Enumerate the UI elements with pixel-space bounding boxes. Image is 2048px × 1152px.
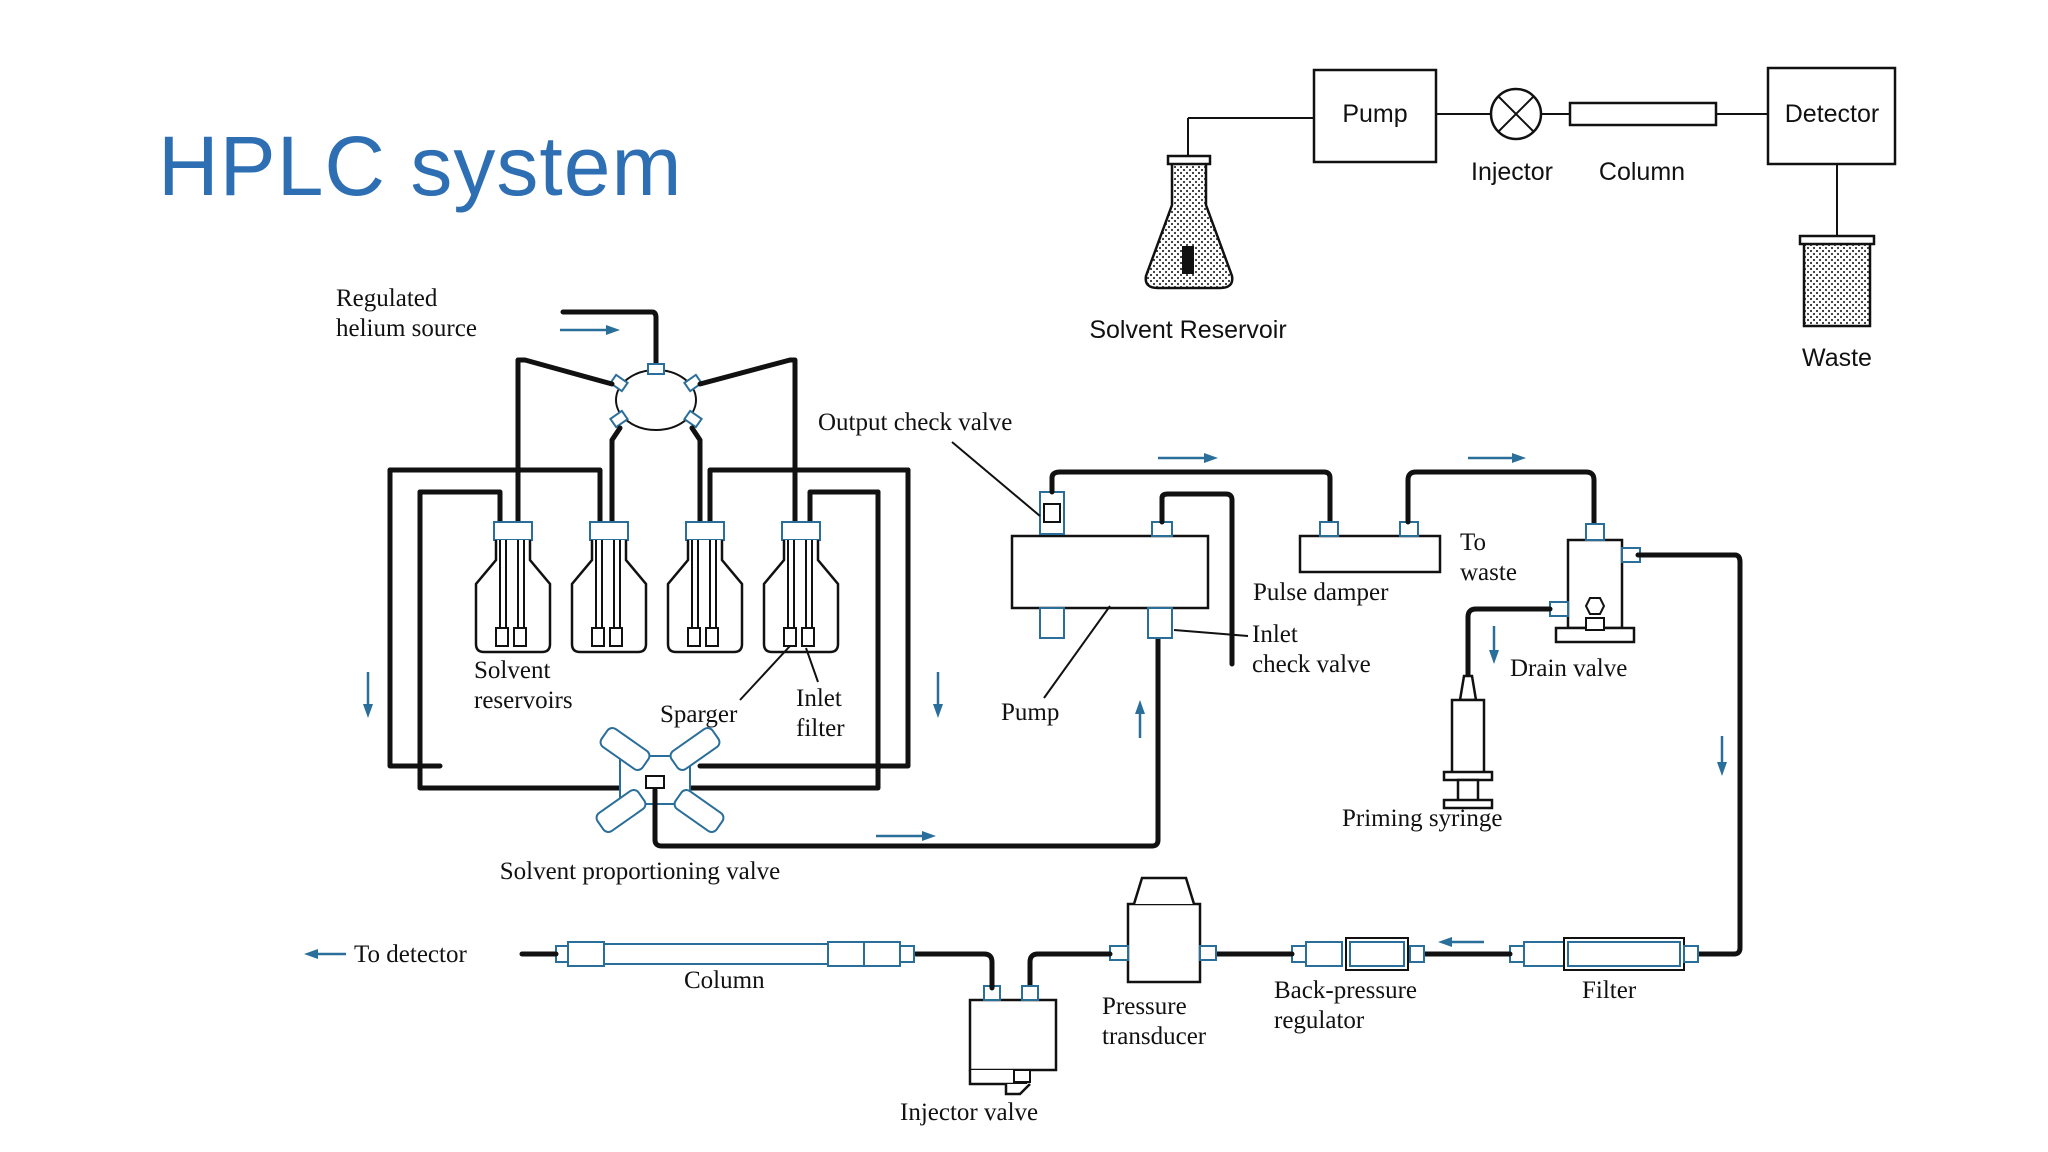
simple-pump-label: Pump (1342, 100, 1407, 128)
column (555, 941, 915, 967)
pulse-damper-label: Pulse damper (1253, 579, 1389, 606)
waste-beaker-icon (1798, 234, 1876, 328)
drain-valve-label: Drain valve (1510, 655, 1627, 682)
slide-title: HPLC system (158, 119, 683, 213)
detailed-diagram: Regulated helium source (304, 285, 1743, 1126)
simple-detector-label: Detector (1785, 100, 1879, 128)
waste-label: Waste (1802, 344, 1872, 372)
simple-block-diagram: Pump Injector Column Detector Solvent Re… (1089, 66, 1897, 372)
pump-body (1010, 491, 1210, 639)
filter-label: Filter (1582, 977, 1637, 1004)
to-waste-label-line2: waste (1460, 559, 1517, 586)
back-pressure-regulator (1291, 937, 1425, 971)
column-label: Column (684, 967, 765, 994)
pressure-transducer-label-line1: Pressure (1102, 993, 1187, 1020)
simple-injector-label: Injector (1471, 158, 1553, 186)
simple-column-shape (1568, 101, 1718, 127)
inlet-check-valve-label-line1: Inlet (1252, 621, 1298, 648)
priming-syringe (1442, 674, 1494, 810)
back-pressure-regulator-label-line2: regulator (1274, 1007, 1365, 1034)
simple-injector-icon (1489, 87, 1543, 141)
priming-syringe-label: Priming syringe (1342, 805, 1502, 832)
simple-pump-box (1312, 68, 1438, 164)
inlet-filter-label-line2: filter (796, 715, 845, 742)
solvent-bottle-4 (762, 521, 840, 654)
filter (1509, 937, 1699, 971)
injector-valve-label: Injector valve (900, 1099, 1038, 1126)
pressure-transducer-label-line2: transducer (1102, 1023, 1207, 1050)
solvent-bottle-3 (666, 521, 744, 654)
output-check-valve-label: Output check valve (818, 409, 1012, 436)
pressure-transducer (1109, 876, 1217, 984)
sparger-label: Sparger (660, 701, 738, 728)
to-waste-label-line1: To (1460, 529, 1486, 556)
injector-valve (968, 985, 1058, 1096)
drain-valve (1549, 523, 1641, 644)
solvent-bottle-1 (474, 521, 552, 654)
pump-label: Pump (1001, 699, 1059, 726)
solvent-reservoirs-label-line2: reservoirs (474, 687, 573, 714)
simple-column-label: Column (1599, 158, 1685, 186)
solvent-reservoir-label: Solvent Reservoir (1089, 316, 1286, 344)
pulse-damper (1298, 521, 1442, 574)
solvent-proportioning-valve-label: Solvent proportioning valve (500, 858, 781, 885)
solvent-reservoirs-label-line1: Solvent (474, 657, 550, 684)
solvent-proportioning-valve (595, 727, 725, 833)
to-detector-label: To detector (354, 941, 467, 968)
solvent-flask-icon (1144, 154, 1234, 290)
inlet-check-valve-label-line2: check valve (1252, 651, 1371, 678)
back-pressure-regulator-label-line1: Back-pressure (1274, 977, 1417, 1004)
inlet-filter-label-line1: Inlet (796, 685, 842, 712)
simple-detector-box (1766, 66, 1897, 166)
solvent-bottle-2 (570, 521, 648, 654)
helium-label-line1: Regulated (336, 285, 438, 312)
helium-manifold (609, 363, 703, 431)
helium-label-line2: helium source (336, 315, 477, 342)
